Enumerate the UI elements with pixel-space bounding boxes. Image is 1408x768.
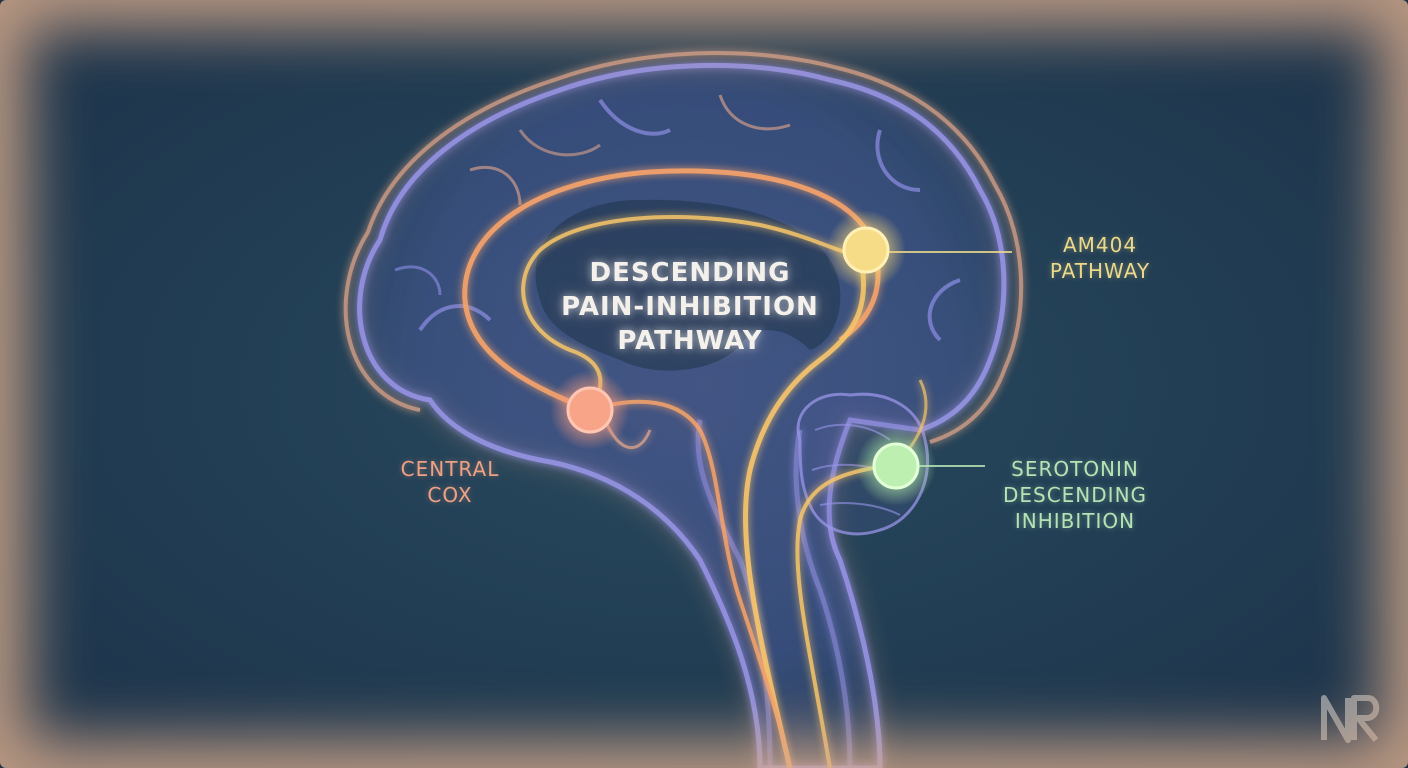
nr-logo [1321,695,1380,743]
cox-label: CENTRAL COX [380,456,520,508]
am404-label-line-2: PATHWAY [1049,259,1151,283]
serotonin-label: SEROTONIN DESCENDING INHIBITION [985,456,1165,534]
serotonin-label-line-3: INHIBITION [1014,509,1136,533]
serotonin-node [856,426,936,506]
brain-cortex [343,51,1024,768]
title-line-1: DESCENDING [589,258,791,288]
brainstem [695,419,853,768]
diagram-title: DESCENDING PAIN-INHIBITION PATHWAY [540,256,840,358]
am404-label: AM404 PATHWAY [1030,232,1170,284]
title-line-2: PAIN-INHIBITION [561,292,819,322]
am404-node [826,210,906,290]
title-line-3: PATHWAY [617,326,763,356]
serotonin-label-line-2: DESCENDING [1002,483,1148,507]
ventricle [535,199,841,371]
cox-label-line-1: CENTRAL [400,457,500,481]
cox-label-line-2: COX [427,483,473,507]
am404-label-line-1: AM404 [1062,233,1138,257]
serotonin-label-line-1: SEROTONIN [1011,457,1139,481]
cox-node [550,370,630,450]
